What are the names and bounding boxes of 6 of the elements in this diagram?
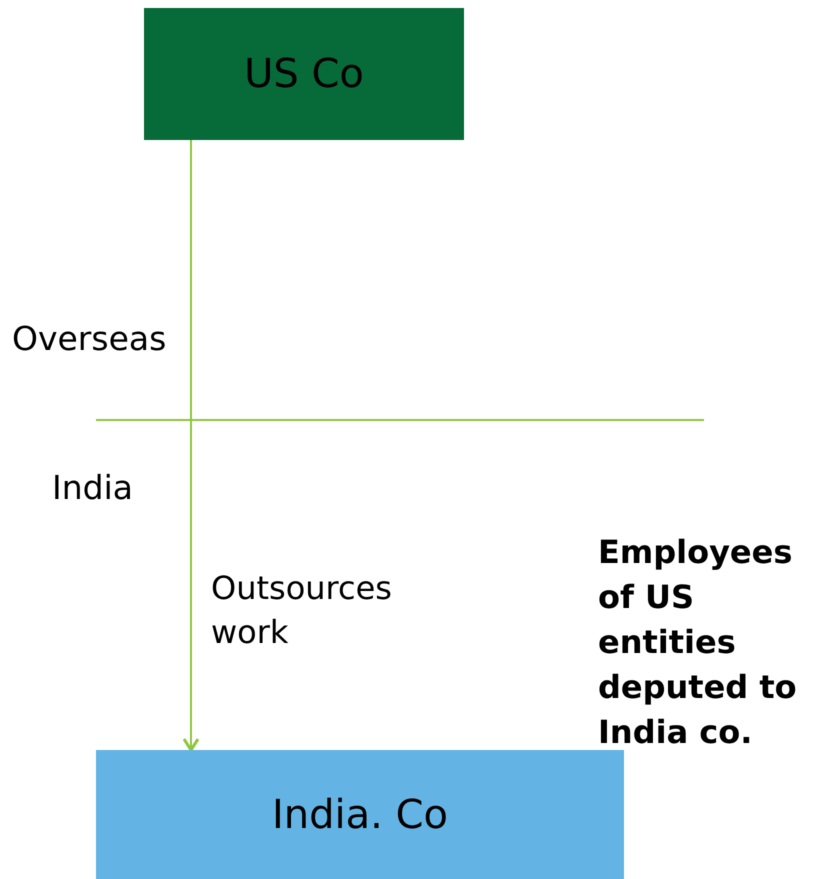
region-label: India xyxy=(52,467,133,509)
arrow xyxy=(182,140,200,752)
note-text: Employees of US entities deputed to India co. xyxy=(598,532,798,753)
region-label: Overseas xyxy=(12,318,166,360)
entity-box: US Co xyxy=(144,8,464,140)
entity-box: India. Co xyxy=(96,750,624,879)
